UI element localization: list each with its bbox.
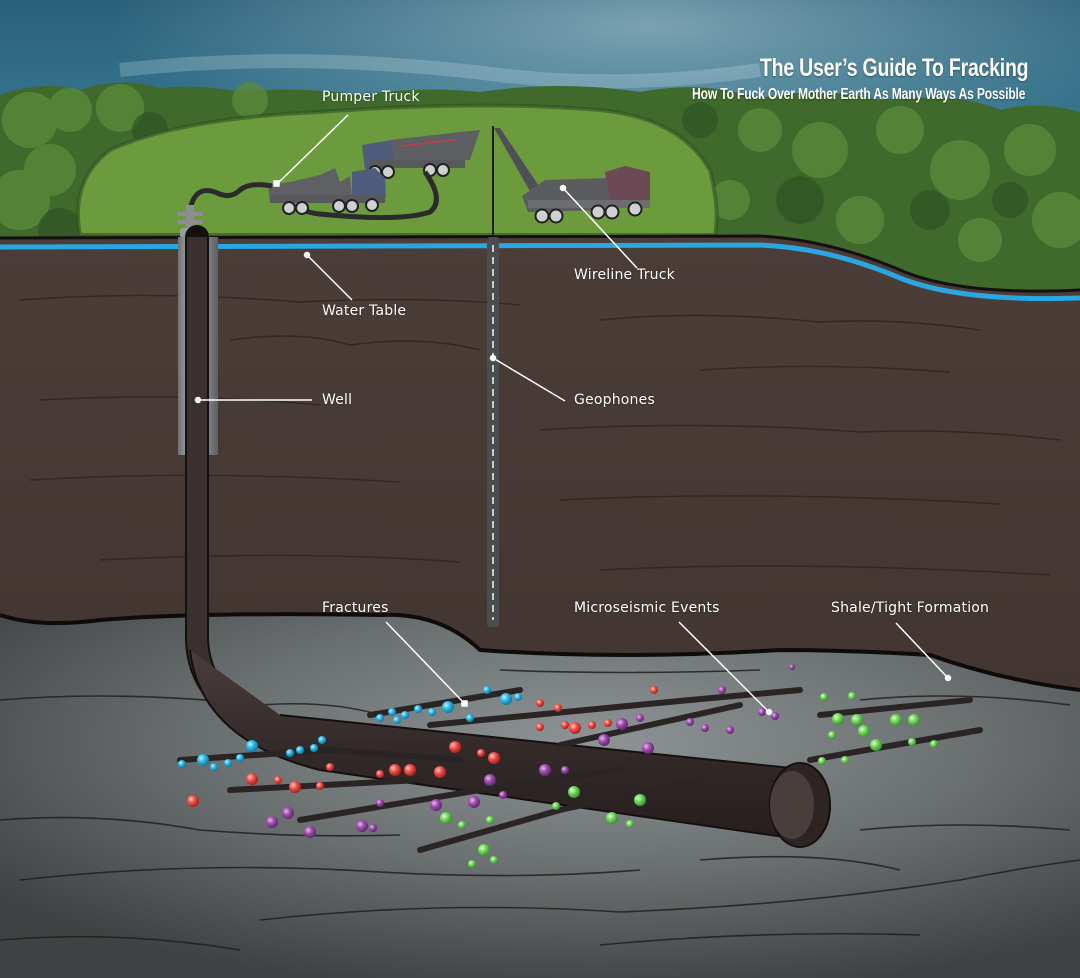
label-fractures: Fractures — [322, 600, 389, 616]
title-block: The User’s Guide To Fracking How To Fuck… — [598, 54, 1029, 104]
label-pumper-truck: Pumper Truck — [322, 89, 420, 105]
pumper-truck — [268, 168, 386, 215]
soil-layer — [0, 236, 1080, 690]
events-red — [187, 686, 658, 807]
label-wireline-truck: Wireline Truck — [574, 267, 675, 283]
label-microseismic-events: Microseismic Events — [574, 600, 720, 616]
label-shale-formation: Shale/Tight Formation — [831, 600, 990, 616]
label-geophones: Geophones — [574, 392, 655, 408]
label-well: Well — [322, 392, 353, 408]
fractures — [177, 687, 983, 853]
page-title: The User’s Guide To Fracking — [759, 54, 1029, 82]
events-blue — [178, 686, 522, 771]
leader-lines — [194, 114, 952, 716]
events-purple — [266, 664, 795, 838]
label-water-table: Water Table — [322, 303, 407, 319]
wireline-truck — [492, 126, 650, 236]
page-subtitle: How To Fuck Over Mother Earth As Many Wa… — [691, 86, 1025, 103]
microseismic-events — [178, 664, 938, 868]
tanker-truck — [362, 130, 480, 179]
water-table-line — [0, 242, 1080, 302]
events-green — [440, 692, 938, 868]
